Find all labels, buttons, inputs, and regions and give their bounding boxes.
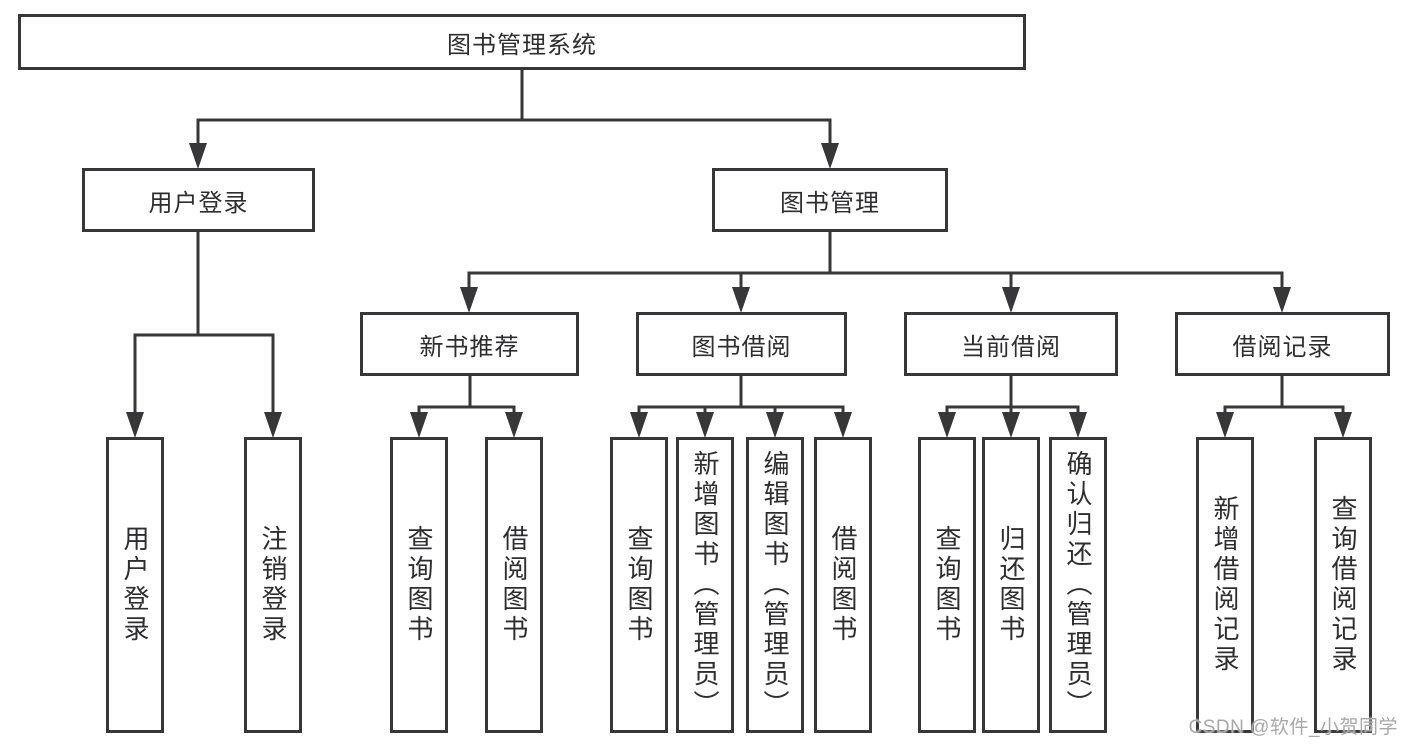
watermark: CSDN @软件_小贺同学 — [1188, 717, 1398, 738]
arrow-down-icon — [938, 412, 956, 438]
arrow-down-icon — [1002, 287, 1020, 313]
connector-user-login-branch — [126, 230, 282, 438]
leaf-query-borrow-record: 查询借阅记录 — [1314, 437, 1372, 733]
leaf-logout-label: 注销登录 — [258, 525, 288, 645]
arrow-down-icon — [696, 412, 714, 438]
arrow-down-icon — [1273, 287, 1291, 313]
leaf-query-books-recommend-label: 查询图书 — [404, 525, 434, 645]
connector-book-borrow-branch — [630, 374, 852, 438]
node-current-borrow: 当前借阅 — [904, 312, 1118, 376]
arrow-down-icon — [766, 412, 784, 438]
leaf-query-books-current: 查询图书 — [918, 437, 976, 733]
leaf-add-borrow-record: 新增借阅记录 — [1196, 437, 1254, 733]
node-book-management: 图书管理 — [712, 168, 948, 232]
leaf-borrow-books: 借阅图书 — [814, 437, 872, 733]
arrow-down-icon — [732, 287, 750, 313]
leaf-logout: 注销登录 — [244, 437, 302, 733]
leaf-edit-book-admin: 编辑图书（管理员） — [746, 437, 804, 733]
arrow-down-icon — [460, 287, 478, 313]
leaf-user-login-label: 用户登录 — [120, 525, 150, 645]
leaf-query-books-recommend: 查询图书 — [390, 437, 448, 733]
node-new-book-recommend: 新书推荐 — [360, 312, 579, 376]
arrow-down-icon — [1334, 412, 1352, 438]
node-borrow-records: 借阅记录 — [1175, 312, 1390, 376]
node-current-borrow-label: 当前借阅 — [961, 333, 1061, 361]
leaf-confirm-return-admin: 确认归还（管理员） — [1049, 437, 1107, 733]
leaf-add-book-admin: 新增图书（管理员） — [676, 437, 734, 733]
leaf-confirm-return-admin-label: 确认归还（管理员） — [1063, 450, 1093, 720]
arrow-down-icon — [264, 412, 282, 438]
connector-new-book-branch — [410, 374, 523, 438]
arrow-down-icon — [1069, 412, 1087, 438]
leaf-add-book-admin-label: 新增图书（管理员） — [690, 450, 720, 720]
leaf-return-book: 归还图书 — [982, 437, 1040, 733]
arrow-down-icon — [1002, 412, 1020, 438]
arrow-down-icon — [1216, 412, 1234, 438]
node-book-borrow: 图书借阅 — [636, 312, 847, 376]
leaf-query-books-current-label: 查询图书 — [932, 525, 962, 645]
arrow-down-icon — [505, 412, 523, 438]
connector-book-management-branch — [460, 230, 1291, 313]
arrow-down-icon — [834, 412, 852, 438]
leaf-user-login: 用户登录 — [106, 437, 164, 733]
leaf-borrow-books-recommend: 借阅图书 — [485, 437, 543, 733]
node-borrow-records-label: 借阅记录 — [1232, 333, 1333, 361]
node-root-label: 图书管理系统 — [447, 31, 597, 59]
leaf-query-books-borrow: 查询图书 — [610, 437, 668, 733]
node-user-login: 用户登录 — [82, 168, 315, 232]
node-user-login-label: 用户登录 — [148, 189, 249, 217]
leaf-return-book-label: 归还图书 — [996, 525, 1026, 645]
leaf-edit-book-admin-label: 编辑图书（管理员） — [760, 450, 790, 720]
connector-current-borrow-branch — [938, 374, 1087, 438]
leaf-query-books-borrow-label: 查询图书 — [624, 525, 654, 645]
arrow-down-icon — [126, 412, 144, 438]
leaf-borrow-books-label: 借阅图书 — [828, 525, 858, 645]
arrow-down-icon — [821, 143, 839, 169]
leaf-add-borrow-record-label: 新增借阅记录 — [1210, 495, 1240, 675]
arrow-down-icon — [630, 412, 648, 438]
node-new-book-recommend-label: 新书推荐 — [419, 333, 520, 361]
node-book-management-label: 图书管理 — [780, 189, 880, 217]
node-book-borrow-label: 图书借阅 — [691, 333, 792, 361]
arrow-down-icon — [410, 412, 428, 438]
leaf-query-borrow-record-label: 查询借阅记录 — [1328, 495, 1358, 675]
connector-borrow-records-branch — [1216, 374, 1352, 438]
leaf-borrow-books-recommend-label: 借阅图书 — [499, 525, 529, 645]
arrow-down-icon — [189, 143, 207, 169]
node-root: 图书管理系统 — [18, 14, 1026, 70]
connector-root-to-level2 — [189, 70, 839, 169]
